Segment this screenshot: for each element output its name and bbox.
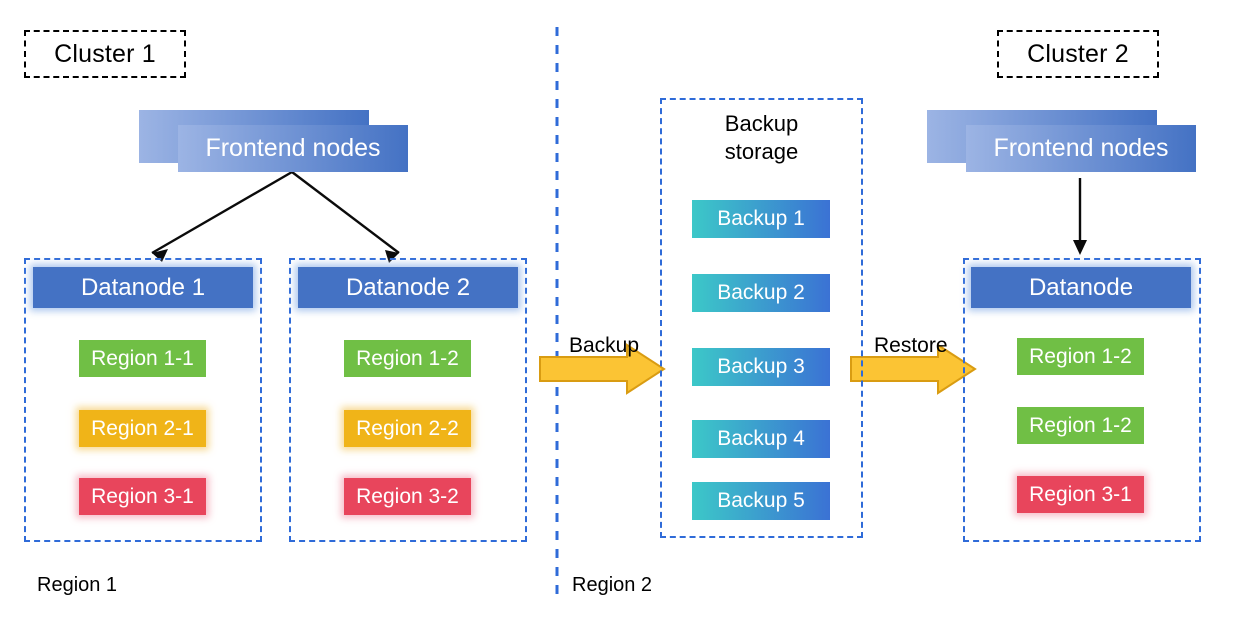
cluster1-tag-label: Cluster 1 xyxy=(54,39,156,68)
backup-item-4-label: Backup 4 xyxy=(717,427,805,450)
cluster2-datanode-region-2[interactable]: Region 1-2 xyxy=(1017,407,1144,444)
datanode-2-region-1-label: Region 1-2 xyxy=(356,346,459,370)
datanode-2-region-3-label: Region 3-2 xyxy=(356,484,459,508)
backup-item-4[interactable]: Backup 4 xyxy=(692,420,830,458)
datanode-1-header[interactable]: Datanode 1 xyxy=(33,267,253,308)
datanode-1-title: Datanode 1 xyxy=(80,273,206,301)
datanode-1-region-1-label: Region 1-1 xyxy=(91,346,194,370)
cluster2-datanode-region-3[interactable]: Region 3-1 xyxy=(1017,476,1144,513)
backup-item-5-label: Backup 5 xyxy=(717,489,805,512)
cluster2-datanode-region-1[interactable]: Region 1-2 xyxy=(1017,338,1144,375)
cluster2-tag: Cluster 2 xyxy=(997,30,1159,78)
cluster2-datanode-header[interactable]: Datanode xyxy=(971,267,1191,308)
datanode-2-region-2[interactable]: Region 2-2 xyxy=(344,410,471,447)
backup-item-1-label: Backup 1 xyxy=(717,207,805,230)
cluster2-datanode-region-2-label: Region 1-2 xyxy=(1029,413,1132,437)
backup-storage-title: Backup storage xyxy=(724,111,799,164)
cluster1-tag: Cluster 1 xyxy=(24,30,186,78)
datanode-1-region-2-label: Region 2-1 xyxy=(91,416,194,440)
datanode-1-region-3[interactable]: Region 3-1 xyxy=(79,478,206,515)
cluster2-frontend-label: Frontend nodes xyxy=(993,134,1169,162)
cluster2-tag-label: Cluster 2 xyxy=(1027,39,1129,68)
cluster2-frontend-nodes[interactable]: Frontend nodes xyxy=(966,125,1196,172)
datanode-1-container xyxy=(24,258,262,542)
datanode-2-header[interactable]: Datanode 2 xyxy=(298,267,518,308)
datanode-1-region-1[interactable]: Region 1-1 xyxy=(79,340,206,377)
restore-flow-label: Restore xyxy=(874,334,948,357)
backup-item-5[interactable]: Backup 5 xyxy=(692,482,830,520)
backup-storage-container xyxy=(660,98,863,538)
cluster1-frontend-nodes[interactable]: Frontend nodes xyxy=(178,125,408,172)
backup-item-2-label: Backup 2 xyxy=(717,281,805,304)
backup-item-2[interactable]: Backup 2 xyxy=(692,274,830,312)
datanode-2-region-1[interactable]: Region 1-2 xyxy=(344,340,471,377)
datanode-2-container xyxy=(289,258,527,542)
cluster1-frontend-label: Frontend nodes xyxy=(205,134,381,162)
backup-item-1[interactable]: Backup 1 xyxy=(692,200,830,238)
cluster2-datanode-region-1-label: Region 1-2 xyxy=(1029,344,1132,368)
datanode-2-region-2-label: Region 2-2 xyxy=(356,416,459,440)
cluster2-datanode-container xyxy=(963,258,1201,542)
backup-flow-label: Backup xyxy=(569,334,640,357)
datanode-2-region-3[interactable]: Region 3-2 xyxy=(344,478,471,515)
region-1-caption: Region 1 xyxy=(37,574,118,596)
datanode-2-title: Datanode 2 xyxy=(345,273,471,301)
backup-item-3[interactable]: Backup 3 xyxy=(692,348,830,386)
cluster2-datanode-title: Datanode xyxy=(1028,273,1134,301)
backup-item-3-label: Backup 3 xyxy=(717,355,805,378)
cluster2-datanode-region-3-label: Region 3-1 xyxy=(1029,482,1132,506)
region-2-caption: Region 2 xyxy=(572,574,653,596)
datanode-1-region-2[interactable]: Region 2-1 xyxy=(79,410,206,447)
datanode-1-region-3-label: Region 3-1 xyxy=(91,484,194,508)
